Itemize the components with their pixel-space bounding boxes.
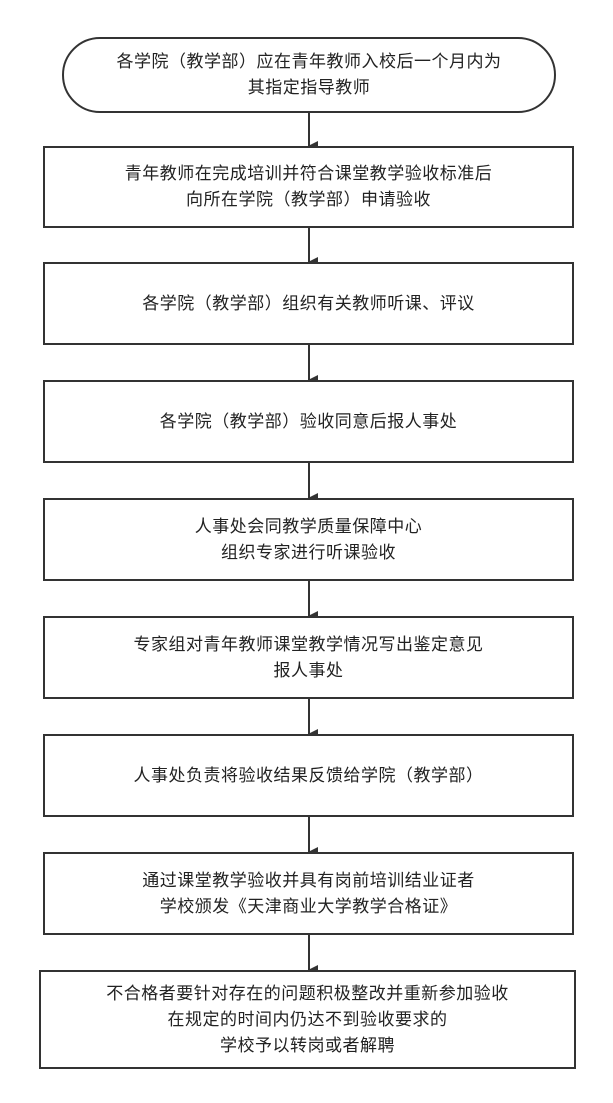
flow-step-7: 人事处负责将验收结果反馈给学院（教学部） xyxy=(43,734,574,817)
flow-step-3: 各学院（教学部）组织有关教师听课、评议 xyxy=(43,262,574,345)
flow-step-9: 不合格者要针对存在的问题积极整改并重新参加验收 在规定的时间内仍达不到验收要求的… xyxy=(39,970,576,1069)
step-6-line-2: 报人事处 xyxy=(273,660,344,681)
step-9-line-1: 不合格者要针对存在的问题积极整改并重新参加验收 xyxy=(106,983,509,1004)
flow-step-2: 青年教师在完成培训并符合课堂教学验收标准后 向所在学院（教学部）申请验收 xyxy=(43,146,574,228)
step-8-line-2: 学校颁发《天津商业大学教学合格证》 xyxy=(159,896,458,917)
step-5-line-1: 人事处会同教学质量保障中心 xyxy=(194,516,423,537)
step-4-line-1: 各学院（教学部）验收同意后报人事处 xyxy=(159,411,458,432)
flow-step-6: 专家组对青年教师课堂教学情况写出鉴定意见 报人事处 xyxy=(43,616,574,699)
step-5-line-2: 组织专家进行听课验收 xyxy=(221,542,396,563)
step-2-line-1: 青年教师在完成培训并符合课堂教学验收标准后 xyxy=(124,164,493,184)
step-8-line-1: 通过课堂教学验收并具有岗前培训结业证者 xyxy=(142,870,475,891)
step-3-line-1: 各学院（教学部）组织有关教师听课、评议 xyxy=(142,293,475,314)
flow-step-1-start-node: 各学院（教学部）应在青年教师入校后一个月内为 其指定指导教师 xyxy=(62,37,556,113)
flow-step-8: 通过课堂教学验收并具有岗前培训结业证者 学校颁发《天津商业大学教学合格证》 xyxy=(43,852,574,935)
flow-step-4: 各学院（教学部）验收同意后报人事处 xyxy=(43,380,574,463)
step-9-line-3: 学校予以转岗或者解聘 xyxy=(220,1035,395,1056)
step-1-line-2: 其指定指导教师 xyxy=(247,78,371,98)
step-7-line-1: 人事处负责将验收结果反馈给学院（教学部） xyxy=(133,765,484,786)
flow-step-5: 人事处会同教学质量保障中心 组织专家进行听课验收 xyxy=(43,498,574,581)
step-9-line-2: 在规定的时间内仍达不到验收要求的 xyxy=(167,1009,448,1030)
step-6-line-1: 专家组对青年教师课堂教学情况写出鉴定意见 xyxy=(133,634,484,655)
step-2-line-2: 向所在学院（教学部）申请验收 xyxy=(186,190,431,210)
step-1-line-1: 各学院（教学部）应在青年教师入校后一个月内为 xyxy=(116,52,502,72)
